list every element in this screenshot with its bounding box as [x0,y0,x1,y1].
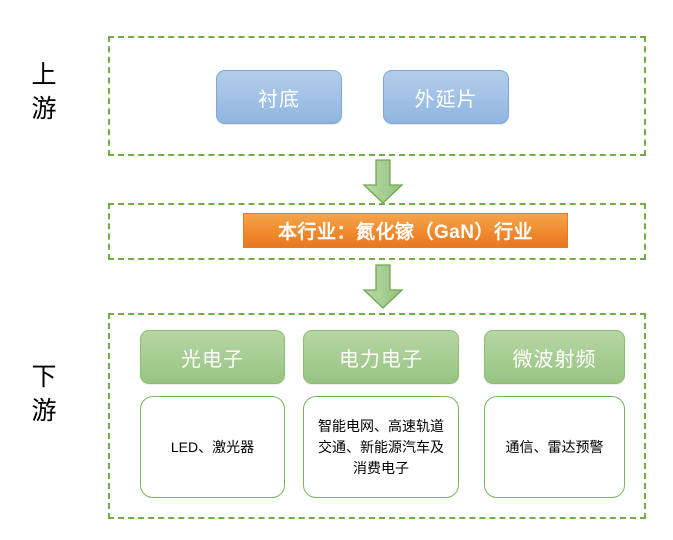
industry-node-gan[interactable]: 本行业：氮化镓（GaN）行业 [243,213,568,248]
upstream-node-substrate[interactable]: 衬底 [216,70,342,124]
down-arrow-icon-upstream-to-industry [361,159,405,205]
upstream-side-label: 上 游 [31,61,57,123]
downstream-detail-optoelectronics: LED、激光器 [140,396,285,498]
downstream-category-microwave-rf[interactable]: 微波射频 [484,330,625,384]
downstream-detail-power-electronics: 智能电网、高速轨道交通、新能源汽车及消费电子 [303,396,459,498]
downstream-category-power-electronics[interactable]: 电力电子 [303,330,459,384]
downstream-side-label: 下 游 [31,363,57,425]
down-arrow-icon-industry-to-downstream [361,264,405,310]
upstream-group-container [108,36,646,156]
upstream-node-epitaxial-wafer[interactable]: 外延片 [383,70,509,124]
downstream-detail-microwave-rf: 通信、雷达预警 [484,396,625,498]
downstream-category-optoelectronics[interactable]: 光电子 [140,330,285,384]
